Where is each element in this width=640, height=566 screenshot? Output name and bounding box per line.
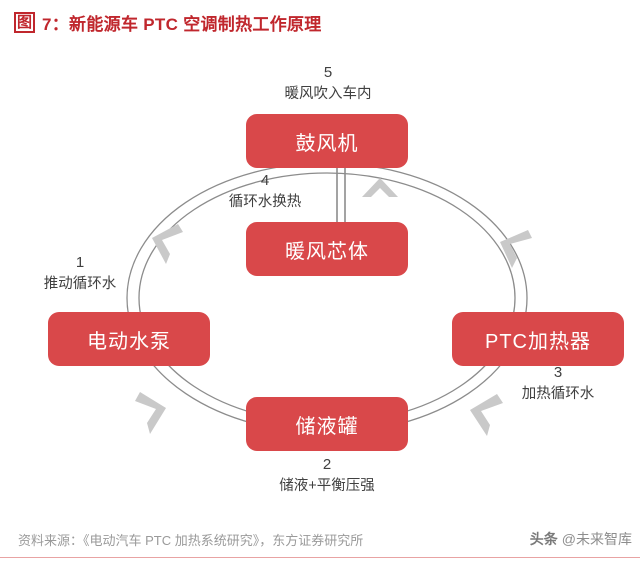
bottom-divider: [0, 557, 640, 558]
ptc-heating-cycle-diagram: 鼓风机 暖风芯体 电动水泵 PTC加热器 储液罐 5 暖风吹入车内 4 循环水换…: [0, 52, 640, 512]
flow-arrow-bottom-left: [135, 392, 166, 434]
source-note: 资料来源：《电动汽车 PTC 加热系统研究》，东方证券研究所: [18, 533, 364, 548]
step-text-2: 储液+平衡压强: [279, 477, 375, 494]
flow-arrow-bottom-right: [470, 394, 503, 436]
node-electric-water-pump[interactable]: 电动水泵: [48, 312, 210, 366]
node-heater-core[interactable]: 暖风芯体: [246, 222, 408, 276]
node-blower-label: 鼓风机: [295, 132, 359, 155]
step-annotation-4: 4 循环水换热: [200, 170, 330, 213]
step-text-4: 循环水换热: [228, 193, 302, 210]
node-blower[interactable]: 鼓风机: [246, 114, 408, 168]
node-electric-water-pump-label: 电动水泵: [87, 330, 171, 353]
node-heater-core-label: 暖风芯体: [285, 240, 369, 263]
step-text-1: 推动循环水: [43, 275, 117, 292]
watermark: 头条 @未来智库: [530, 529, 632, 549]
step-number-3: 3: [553, 364, 563, 381]
step-annotation-5: 5 暖风吹入车内: [253, 62, 403, 105]
figure-title: 图 7：新能源车 PTC 空调制热工作原理: [14, 10, 322, 35]
step-text-5: 暖风吹入车内: [284, 85, 372, 102]
step-number-2: 2: [322, 456, 332, 473]
step-annotation-3: 3 加热循环水: [498, 362, 618, 405]
node-ptc-heater-label: PTC加热器: [485, 330, 591, 353]
watermark-text: @未来智库: [561, 531, 632, 547]
figure-tag-box: 图: [14, 12, 35, 33]
page-title: 7：新能源车 PTC 空调制热工作原理: [42, 15, 322, 34]
node-liquid-tank[interactable]: 储液罐: [246, 397, 408, 451]
flow-arrow-up: [362, 178, 398, 197]
flow-arrow-top-left: [152, 224, 183, 264]
flow-arrow-top-right: [500, 230, 532, 268]
step-annotation-2: 2 储液+平衡压强: [252, 454, 402, 497]
step-text-3: 加热循环水: [521, 385, 595, 402]
step-annotation-1: 1 推动循环水: [20, 252, 140, 295]
node-ptc-heater[interactable]: PTC加热器: [452, 312, 624, 366]
step-number-1: 1: [75, 254, 85, 271]
node-liquid-tank-label: 储液罐: [295, 415, 359, 438]
step-number-5: 5: [323, 64, 333, 81]
watermark-logo: 头条: [529, 531, 558, 547]
step-number-4: 4: [260, 172, 270, 189]
